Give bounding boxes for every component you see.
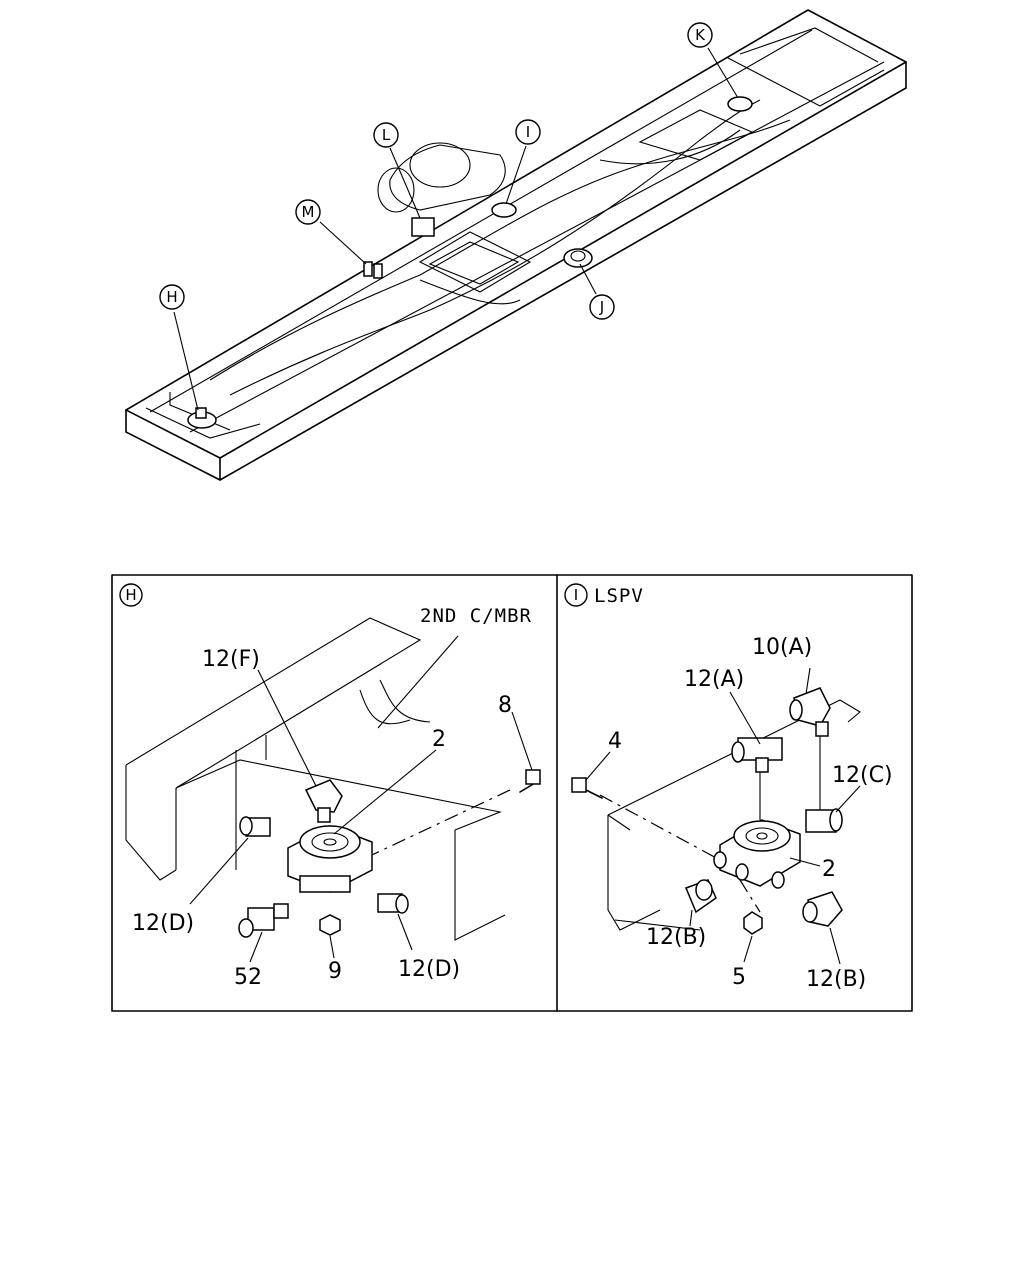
label-10a: 10(A) <box>752 635 812 660</box>
callout-i: I <box>515 119 541 145</box>
callout-l: L <box>373 122 399 148</box>
label-12b-right: 12(B) <box>806 967 866 992</box>
label-12d-left: 12(D) <box>132 911 194 936</box>
svg-text:H: H <box>166 288 177 306</box>
label-12b-left: 12(B) <box>646 925 706 950</box>
callout-h: H <box>159 284 185 310</box>
svg-text:I: I <box>526 123 530 141</box>
callout-k: K <box>687 22 713 48</box>
panel-i-tag: I <box>574 586 578 604</box>
panel-h: H 2ND C/MBR <box>119 583 541 990</box>
label-12f: 12(F) <box>202 647 260 672</box>
label-12c: 12(C) <box>832 763 893 788</box>
svg-text:M: M <box>302 203 315 221</box>
mount-i <box>491 202 517 218</box>
label-2-i: 2 <box>822 857 836 882</box>
svg-text:K: K <box>695 26 706 44</box>
detail-panels-border <box>111 574 913 1012</box>
label-9: 9 <box>328 959 342 984</box>
mount-m <box>363 261 383 279</box>
panel-i-title: LSPV <box>594 585 644 607</box>
mount-k <box>727 96 753 112</box>
svg-text:L: L <box>382 126 391 144</box>
label-2-h: 2 <box>432 727 446 752</box>
member-label: 2ND C/MBR <box>420 605 532 627</box>
callout-j: J <box>589 294 615 320</box>
svg-text:J: J <box>599 298 604 316</box>
label-12a: 12(A) <box>684 667 744 692</box>
label-8: 8 <box>498 693 512 718</box>
mount-j <box>563 248 593 268</box>
mount-l <box>411 217 435 237</box>
label-52: 52 <box>234 965 262 990</box>
chassis-frame-overview <box>125 9 907 481</box>
label-5: 5 <box>732 965 746 990</box>
label-12d-right: 12(D) <box>398 957 460 982</box>
panel-i: I LSPV <box>564 583 893 992</box>
panel-h-tag: H <box>125 586 136 604</box>
mount-h <box>187 407 217 429</box>
callout-m: M <box>295 199 321 225</box>
label-4: 4 <box>608 729 622 754</box>
